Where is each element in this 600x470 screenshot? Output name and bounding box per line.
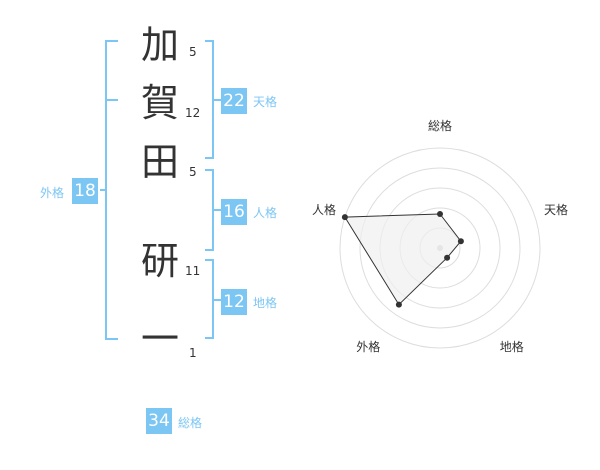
radar-point-1 (437, 211, 443, 217)
name-char-4: 研 (141, 239, 180, 283)
radar-axis-label-soukaku: 総格 (428, 119, 453, 133)
chikaku-label: 地格 (253, 296, 278, 310)
stroke-count-2: 12 (185, 106, 201, 120)
jinkaku-label: 人格 (253, 206, 278, 220)
radar-series-area (344, 213, 462, 306)
radar-axis-label-chikaku: 地格 (499, 339, 524, 354)
tenkaku-bracket (205, 40, 221, 159)
jinkaku-bracket (205, 169, 221, 251)
chikaku-value: 12 (221, 289, 247, 315)
tenkaku-value: 22 (221, 88, 247, 114)
jinkaku-value: 16 (221, 199, 247, 225)
stroke-count-1: 5 (189, 45, 197, 59)
stroke-count-4: 11 (185, 264, 201, 278)
gaikaku-value: 18 (72, 178, 98, 204)
name-char-3: 田 (141, 140, 180, 184)
soukaku-value: 34 (146, 408, 172, 434)
radar-ring-4 (359, 167, 521, 329)
chikaku-bracket (205, 259, 221, 339)
radar-point-4 (395, 301, 402, 308)
stroke-count-3: 5 (189, 165, 197, 179)
radar-point-2 (457, 238, 464, 245)
name-char-1: 加 (141, 23, 180, 67)
radar-axis-label-jinkaku: 人格 (312, 203, 337, 218)
name-char-5: 一 (141, 317, 180, 361)
soukaku-label: 総格 (178, 416, 203, 430)
name-char-2: 賀 (141, 81, 180, 125)
stroke-count-5: 1 (189, 346, 197, 360)
radar-point-3 (444, 254, 451, 261)
tenkaku-label: 天格 (253, 95, 278, 109)
radar-axis-label-gaikaku: 外格 (356, 339, 381, 354)
radar-ring-5 (339, 147, 541, 349)
gaikaku-label: 外格 (40, 186, 65, 200)
gaikaku-bracket (100, 40, 118, 340)
radar-point-5 (341, 214, 348, 221)
radar-axis-label-tenkaku: 天格 (544, 203, 569, 218)
